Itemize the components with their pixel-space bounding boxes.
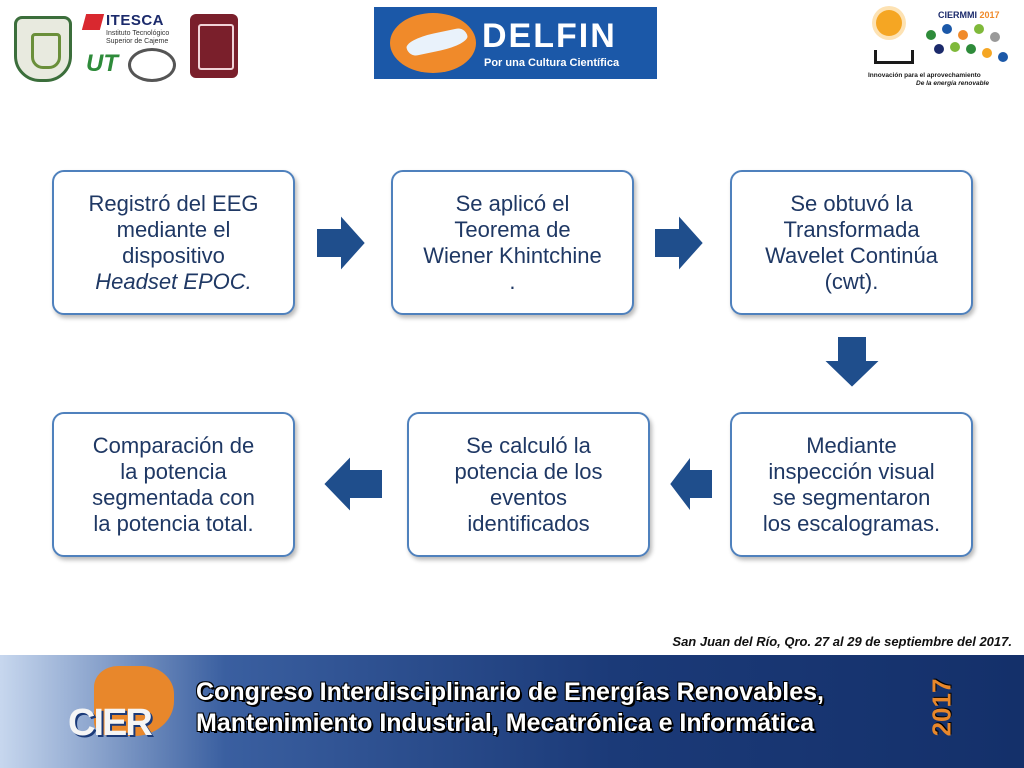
delfin-wordmark: DELFIN [482,17,617,55]
congress-title: Congreso Interdisciplinario de Energías … [196,677,824,739]
partner-logos: ITESCA Instituto Tecnológico Superior de… [10,10,240,82]
arrow-left-icon [321,453,384,515]
step-6-line-4: la potencia total. [93,510,254,536]
step-3-line-3: Wavelet Continúa [765,242,938,268]
step-3-line-2: Transformada [783,216,920,242]
step-1-line-4: Headset EPOC. [95,268,252,294]
step-5-box: Se calculó la potencia de los eventos id… [407,412,650,557]
delfin-logo: DELFIN Por una Cultura Científica [374,7,657,79]
step-1-box: Registró del EEG mediante el dispositivo… [52,170,295,315]
step-2-line-3: Wiener Khintchine [423,242,602,268]
step-5-line-1: Se calculó la [466,432,591,458]
cier-logo-text: CIER [68,702,153,744]
step-1-line-3: dispositivo [122,242,225,268]
ciermmi-subtitle: Innovación para el aprovechamiento [868,72,981,79]
step-3-box: Se obtuvó la Transformada Wavelet Contin… [730,170,973,315]
arrow-left-icon [667,453,714,515]
step-6-line-3: segmentada con [92,484,255,510]
state-map-icon [94,666,174,736]
ut-logo-text: UT [86,50,118,77]
step-4-line-3: se segmentaron [772,484,931,510]
ciermmi-logo: CIERMMI 2017 Innovación para el aprovech… [866,4,1018,92]
congress-title-line-2: Mantenimiento Industrial, Mecatrónica e … [196,709,815,737]
arrow-right-icon [653,212,706,274]
ciermmi-subtitle-2: De la energía renovable [916,80,989,87]
step-5-line-4: identificados [467,510,590,536]
event-date: San Juan del Río, Qro. 27 al 29 de septi… [672,634,1012,649]
ipn-logo [190,14,238,78]
step-4-line-1: Mediante [806,432,897,458]
step-3-line-4: (cwt). [824,268,879,294]
step-2-box: Se aplicó el Teorema de Wiener Khintchin… [391,170,634,315]
plug-icon [874,50,914,64]
congress-title-line-1: Congreso Interdisciplinario de Energías … [196,678,824,706]
step-1-line-2: mediante el [116,216,231,242]
step-4-box: Mediante inspección visual se segmentaro… [730,412,973,557]
delfin-tagline: Por una Cultura Científica [484,57,620,69]
step-1-line-1: Registró del EEG [88,190,259,216]
step-2-line-1: Se aplicó el [455,190,570,216]
congress-year: 2017 [926,678,957,737]
step-4-line-4: los escalogramas. [762,510,941,536]
arrow-right-icon [315,212,368,274]
step-3-line-1: Se obtuvó la [790,190,913,216]
step-2-line-2: Teorema de [454,216,571,242]
itesca-logo-text: ITESCA [106,12,165,29]
step-5-line-2: potencia de los [454,458,603,484]
ciermmi-title: CIERMMI 2017 [938,10,1000,20]
ut-gear-icon [128,48,176,82]
step-4-line-2: inspección visual [768,458,935,484]
sun-icon [876,10,902,36]
step-6-box: Comparación de la potencia segmentada co… [52,412,295,557]
itesca-mark-icon [81,14,105,30]
itesca-subtitle: Instituto Tecnológico Superior de Cajeme [106,30,170,45]
university-seal-logo [14,16,72,82]
step-6-line-1: Comparación de [92,432,255,458]
cier-logo: CIER [68,666,180,746]
arrow-down-icon [821,335,883,390]
step-2-line-4: . [509,268,516,294]
step-5-line-3: eventos [489,484,568,510]
step-6-line-2: la potencia [120,458,227,484]
